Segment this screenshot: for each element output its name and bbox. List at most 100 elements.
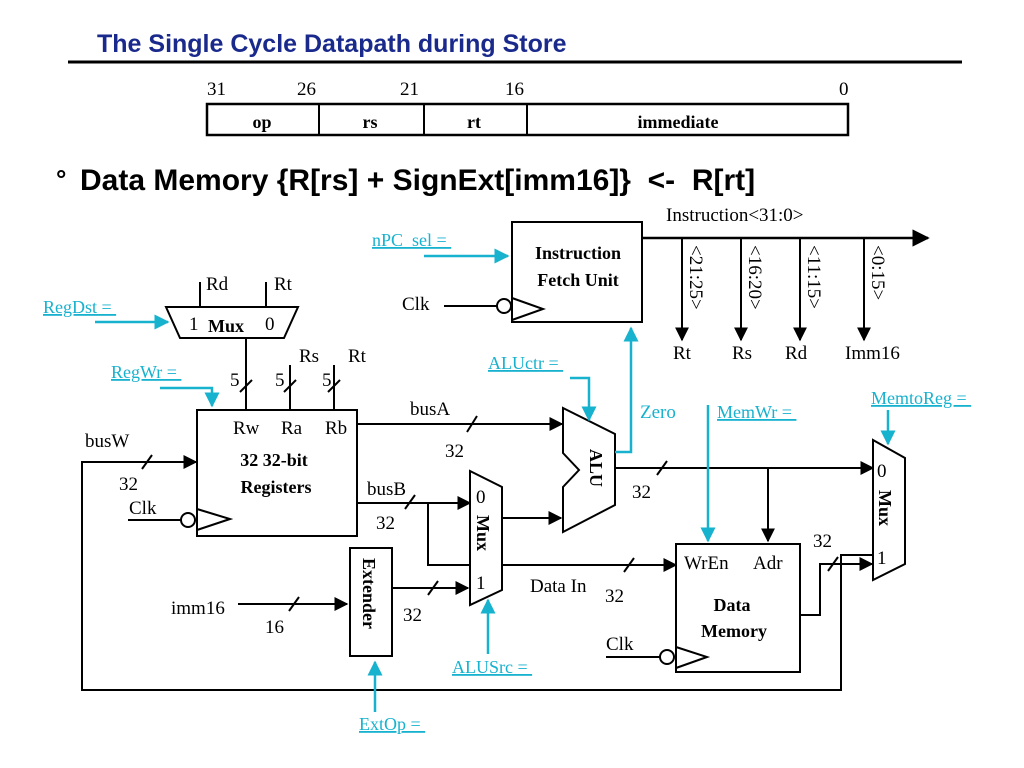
slice-16-20: <16:20> bbox=[744, 245, 765, 310]
memtoreg-mux-shape bbox=[872, 438, 906, 582]
imm16-label: imm16 bbox=[171, 598, 225, 619]
regwr-label: RegWr = bbox=[111, 362, 181, 382]
field-rt: rt bbox=[467, 112, 481, 132]
alusrc-label: ALUSrc = bbox=[452, 657, 532, 677]
port-rw: Rw bbox=[233, 418, 260, 439]
alu-label: ALU bbox=[586, 449, 606, 487]
fetch-clk: Clk bbox=[402, 294, 430, 315]
regdst-in-rd: Rd bbox=[206, 274, 229, 295]
port-rb: Rb bbox=[325, 418, 347, 439]
clock-triangle-icon bbox=[196, 508, 234, 531]
bit-21: 21 bbox=[400, 79, 419, 100]
npc-sel-label: nPC_sel = bbox=[372, 230, 451, 250]
memtoreg-sel-1: 1 bbox=[877, 548, 887, 569]
memtoreg-sel-0: 0 bbox=[877, 461, 887, 482]
field-rs: rs bbox=[363, 112, 378, 132]
regfile-in-rs: Rs bbox=[299, 346, 319, 367]
bullet-symbol: ° bbox=[56, 164, 66, 194]
port-wren: WrEn bbox=[684, 553, 729, 574]
out-imm16: Imm16 bbox=[845, 343, 900, 364]
extender-box bbox=[349, 547, 393, 657]
regdst-mux-label: Mux bbox=[208, 316, 244, 336]
width-tick bbox=[656, 460, 668, 476]
port-ra: Ra bbox=[281, 418, 303, 439]
bit-0: 0 bbox=[839, 79, 849, 100]
out-rt: Rt bbox=[673, 343, 692, 364]
register-file-label-2: Registers bbox=[241, 477, 312, 497]
width-tick bbox=[283, 379, 297, 393]
bit-31: 31 bbox=[207, 79, 226, 100]
regdst-in-rt: Rt bbox=[274, 274, 293, 295]
alusrc-mux-shape bbox=[469, 469, 503, 607]
clock-triangle-icon bbox=[511, 297, 546, 321]
imm16-width: 16 bbox=[265, 617, 284, 638]
fetch-label-2: Fetch Unit bbox=[537, 270, 618, 290]
clock-bubble-icon bbox=[180, 512, 196, 528]
regfile-in-rt: Rt bbox=[348, 346, 367, 367]
memory-out-wire bbox=[800, 557, 874, 616]
zero-label: Zero bbox=[640, 402, 676, 423]
regwr-wire bbox=[160, 386, 220, 408]
page-title: The Single Cycle Datapath during Store bbox=[97, 30, 567, 58]
field-immediate: immediate bbox=[638, 112, 719, 132]
width-tick bbox=[427, 580, 439, 596]
memtoreg-mux-label: Mux bbox=[875, 490, 895, 526]
aluctr-wire bbox=[570, 376, 597, 422]
port-adr: Adr bbox=[753, 553, 783, 574]
extender: Extender bbox=[349, 547, 393, 657]
busa-width: 32 bbox=[445, 441, 464, 462]
regdst-mux: 1 Mux 0 Rd Rt bbox=[164, 274, 300, 339]
clock-triangle-icon bbox=[675, 646, 711, 669]
memtoreg-label: MemtoReg = bbox=[871, 388, 971, 408]
instruction-format: 31 26 21 16 0 op rs rt immediate bbox=[205, 79, 850, 137]
width-tick bbox=[466, 415, 478, 433]
extender-label: Extender bbox=[359, 558, 379, 629]
bit-16: 16 bbox=[505, 79, 524, 100]
busb-label: busB bbox=[367, 479, 406, 500]
slice-11-15: <11:15> bbox=[803, 245, 824, 309]
alusrc-sel-1: 1 bbox=[476, 573, 486, 594]
register-file-label-1: 32 32-bit bbox=[240, 450, 308, 470]
bit-26: 26 bbox=[297, 79, 316, 100]
busw-wire bbox=[81, 455, 880, 691]
alu: ALU bbox=[562, 406, 616, 534]
alu-out-width: 32 bbox=[632, 482, 651, 503]
memory-clk: Clk bbox=[606, 634, 634, 655]
alusrc-mux-label: Mux bbox=[473, 515, 493, 551]
fetch-label-1: Instruction bbox=[535, 243, 621, 263]
aluctr-label: ALUctr = bbox=[488, 353, 563, 373]
out-rs: Rs bbox=[732, 343, 752, 364]
instruction-fetch-unit: Instruction Fetch Unit Clk bbox=[402, 221, 643, 323]
regdst-sel-0: 0 bbox=[265, 314, 275, 335]
slice-0-15: <0:15> bbox=[867, 245, 888, 300]
data-in-label: Data In bbox=[530, 576, 587, 597]
data-memory-box bbox=[675, 543, 801, 673]
memwr-label: MemWr = bbox=[717, 402, 796, 422]
bullet-text: Data Memory {R[rs] + SignExt[imm16]} <- … bbox=[80, 164, 755, 197]
slice-21-25: <21:25> bbox=[685, 245, 706, 310]
alu-shape bbox=[562, 406, 616, 534]
busw-label: busW bbox=[85, 431, 129, 452]
busa-label: busA bbox=[410, 399, 450, 420]
data-in-width: 32 bbox=[605, 586, 624, 607]
width-tick bbox=[327, 379, 341, 393]
data-memory-label-1: Data bbox=[714, 595, 751, 615]
alusrc-sel-0: 0 bbox=[476, 487, 486, 508]
width-tick bbox=[827, 556, 839, 572]
width-tick bbox=[623, 557, 635, 573]
data-memory: WrEn Adr Data Memory Clk bbox=[606, 543, 801, 673]
register-file-box bbox=[196, 409, 358, 537]
instruction-label: Instruction<31:0> bbox=[666, 205, 804, 226]
extop-label: ExtOp = bbox=[359, 714, 425, 734]
width-tick bbox=[288, 596, 300, 612]
width-tick bbox=[404, 494, 416, 510]
regdst-mux-shape bbox=[164, 306, 300, 339]
out-rd: Rd bbox=[785, 343, 808, 364]
width-tick bbox=[239, 379, 253, 393]
memtoreg-mux: 0 Mux 1 bbox=[872, 438, 906, 582]
register-file: Rw Ra Rb 32 32-bit Registers Clk bbox=[128, 409, 358, 537]
regdst-label: RegDst = bbox=[43, 297, 116, 317]
busb-width: 32 bbox=[376, 513, 395, 534]
data-memory-label-2: Memory bbox=[701, 621, 767, 641]
